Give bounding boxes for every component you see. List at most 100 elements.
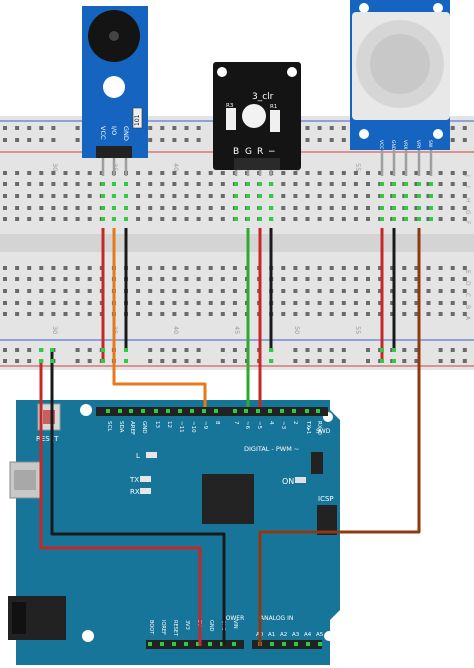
rail-hole bbox=[317, 126, 322, 130]
breadboard-hole bbox=[87, 266, 92, 270]
breadboard-hole bbox=[232, 301, 237, 305]
breadboard-hole bbox=[136, 217, 141, 221]
connected-hole bbox=[112, 217, 116, 221]
digital-title: DIGITAL - PWM ~ bbox=[244, 445, 299, 453]
breadboard-hole bbox=[293, 301, 298, 305]
breadboard-hole bbox=[27, 217, 32, 221]
power-pin bbox=[196, 642, 200, 646]
connected-hole bbox=[246, 217, 250, 221]
breadboard-hole bbox=[366, 217, 370, 221]
breadboard-hole bbox=[208, 289, 213, 293]
digital-pin bbox=[305, 409, 309, 413]
breadboard-hole bbox=[27, 206, 32, 210]
breadboard-hole bbox=[293, 217, 298, 221]
breadboard-hole bbox=[438, 266, 443, 270]
breadboard-hole bbox=[305, 289, 310, 293]
breadboard-hole bbox=[462, 171, 467, 175]
breadboard-hole bbox=[51, 194, 56, 198]
breadboard-hole bbox=[172, 289, 177, 293]
analog-pin bbox=[270, 642, 274, 646]
breadboard-hole bbox=[160, 289, 165, 293]
connected-hole bbox=[417, 194, 421, 198]
breadboard-hole bbox=[353, 194, 358, 198]
connected-hole bbox=[124, 359, 128, 363]
rail-hole bbox=[75, 126, 80, 130]
breadboard-hole bbox=[305, 277, 310, 281]
led-label: RX bbox=[130, 488, 140, 496]
connected-hole bbox=[234, 206, 238, 210]
breadboard-hole bbox=[305, 182, 310, 186]
breadboard-hole bbox=[317, 301, 322, 305]
breadboard-hole bbox=[438, 206, 443, 210]
connected-hole bbox=[234, 217, 238, 221]
digital-pin bbox=[256, 409, 260, 413]
breadboard-hole bbox=[184, 312, 189, 316]
rail-hole bbox=[172, 126, 177, 130]
connected-hole bbox=[380, 217, 384, 221]
breadboard-hole bbox=[208, 312, 213, 316]
rgb-led bbox=[242, 104, 266, 128]
connected-hole bbox=[101, 206, 105, 210]
rail-hole bbox=[148, 348, 153, 352]
breadboard-hole bbox=[208, 206, 213, 210]
breadboard-hole bbox=[462, 312, 467, 316]
digital-pin bbox=[166, 409, 170, 413]
rail-hole bbox=[184, 348, 189, 352]
breadboard-hole bbox=[366, 312, 370, 316]
breadboard-hole bbox=[51, 182, 56, 186]
breadboard-hole bbox=[232, 289, 237, 293]
rail-hole bbox=[305, 126, 310, 130]
breadboard-hole bbox=[341, 266, 346, 270]
breadboard-hole bbox=[51, 277, 56, 281]
swd-label: SWD bbox=[316, 428, 331, 435]
rail-hole bbox=[329, 348, 334, 352]
breadboard-hole bbox=[450, 194, 455, 198]
rail-hole bbox=[75, 348, 80, 352]
breadboard-hole bbox=[75, 171, 80, 175]
breadboard-hole bbox=[281, 312, 286, 316]
breadboard-hole bbox=[172, 171, 177, 175]
breadboard-hole bbox=[462, 217, 467, 221]
breadboard-hole bbox=[184, 289, 189, 293]
breadboard-hole bbox=[305, 171, 310, 175]
connected-hole bbox=[429, 182, 433, 186]
breadboard-hole bbox=[196, 194, 201, 198]
connected-hole bbox=[124, 348, 128, 352]
microcontroller-chip bbox=[202, 474, 254, 524]
rail-hole bbox=[148, 359, 153, 363]
breadboard-hole bbox=[3, 206, 7, 210]
breadboard-hole bbox=[220, 182, 225, 186]
breadboard-hole bbox=[305, 266, 310, 270]
breadboard-hole bbox=[450, 182, 455, 186]
breadboard-hole bbox=[87, 217, 92, 221]
breadboard-hole bbox=[462, 194, 467, 198]
breadboard-hole bbox=[3, 194, 7, 198]
joystick-mount-hole bbox=[433, 129, 443, 139]
breadboard-hole bbox=[63, 182, 68, 186]
rail-hole bbox=[160, 126, 165, 130]
module-legs bbox=[39, 150, 433, 363]
breadboard-hole bbox=[39, 301, 44, 305]
wire-buzzer-io bbox=[112, 228, 207, 407]
breadboard-hole bbox=[39, 194, 44, 198]
breadboard-hole bbox=[414, 289, 419, 293]
breadboard-hole bbox=[450, 277, 455, 281]
power-pin bbox=[220, 642, 224, 646]
breadboard-hole bbox=[220, 289, 225, 293]
connected-hole bbox=[112, 194, 116, 198]
joystick-mount-hole bbox=[359, 129, 369, 139]
breadboard-hole bbox=[148, 277, 153, 281]
rail-hole bbox=[293, 348, 298, 352]
breadboard-hole bbox=[39, 182, 44, 186]
rail-hole bbox=[3, 359, 7, 363]
breadboard-hole bbox=[414, 171, 419, 175]
digital-pin bbox=[129, 409, 133, 413]
breadboard-hole bbox=[366, 171, 370, 175]
breadboard-hole bbox=[305, 206, 310, 210]
breadboard-hole bbox=[281, 217, 286, 221]
breadboard-hole bbox=[15, 194, 20, 198]
breadboard-hole bbox=[136, 182, 141, 186]
rail-hole bbox=[172, 138, 177, 142]
connected-hole bbox=[246, 194, 250, 198]
